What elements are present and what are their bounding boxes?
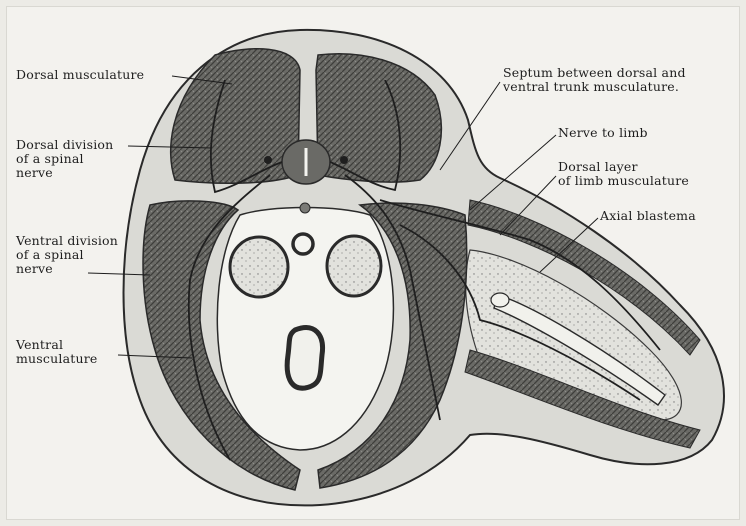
notochord [300,203,310,213]
label-septum: Septum between dorsal and ventral trunk … [503,66,686,94]
mesonephros-left [230,237,288,297]
mesonephros-right [327,236,381,296]
label-axial-blastema: Axial blastema [600,209,696,223]
blastema-head [491,293,509,307]
label-nerve-to-limb: Nerve to limb [558,126,648,140]
label-dorsal-layer-limb-musculature: Dorsal layer of limb musculature [558,160,689,188]
label-dorsal-musculature: Dorsal musculature [16,68,144,82]
aorta [293,234,313,254]
ganglion-left [264,156,272,164]
gut-tube [287,328,322,389]
label-ventral-division-spinal-nerve: Ventral division of a spinal nerve [16,234,118,276]
label-dorsal-division-spinal-nerve: Dorsal division of a spinal nerve [16,138,113,180]
ganglion-right [340,156,348,164]
label-ventral-musculature: Ventral musculature [16,338,97,366]
